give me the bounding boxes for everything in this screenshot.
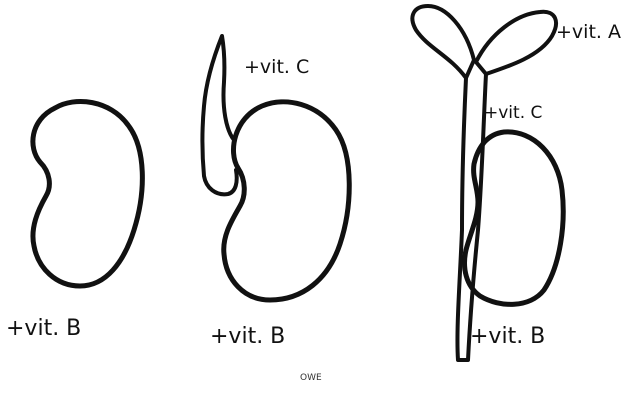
- bean-1-vitamin-label: +vit. B: [6, 316, 81, 341]
- stem-vitamin-label: +vit. C: [484, 103, 542, 123]
- left-leaf-outline: [412, 6, 474, 78]
- stage-1-bean: +vit. B: [6, 101, 142, 341]
- sprout-vitamin-label: +vit. C: [244, 56, 309, 78]
- bean-1-outline: [33, 101, 142, 286]
- bean-2-outline: [224, 102, 350, 300]
- right-leaf-outline: [476, 12, 556, 74]
- stage-3-seedling: +vit. A +vit. C +vit. B: [412, 6, 621, 360]
- seedling-vitamin-label: +vit. B: [470, 324, 545, 349]
- bean-2-vitamin-label: +vit. B: [210, 324, 285, 349]
- stem-outline: [457, 74, 486, 360]
- stage-2-sprouting-bean: +vit. C +vit. B: [203, 36, 350, 349]
- artist-signature: OWE: [300, 373, 322, 383]
- sprout-outline: [203, 36, 237, 194]
- leaf-vitamin-label: +vit. A: [556, 21, 621, 43]
